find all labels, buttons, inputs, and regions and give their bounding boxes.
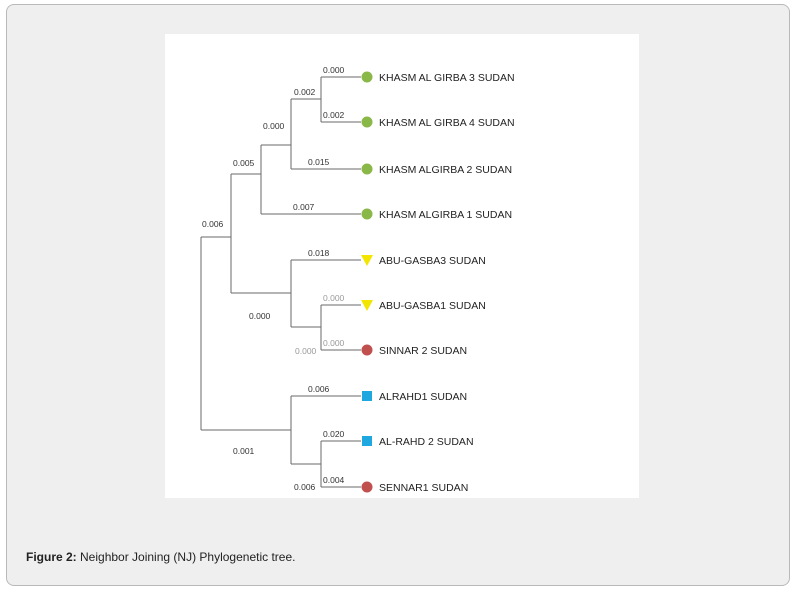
triangle-marker-icon xyxy=(361,255,373,266)
caption-label: Figure 2: xyxy=(26,550,77,564)
leaf-label: AL-RAHD 2 SUDAN xyxy=(379,436,474,448)
leaf-label: KHASM AL GIRBA 4 SUDAN xyxy=(379,117,515,129)
figure-card: 0.002 0.000 0.005 0.006 0.000 0.000 0.00… xyxy=(6,4,790,586)
tree-branches xyxy=(200,76,361,488)
internal-branch-labels: 0.002 0.000 0.005 0.006 0.000 0.000 0.00… xyxy=(202,87,317,492)
branch-upper-major xyxy=(201,174,232,293)
branch-length-label: 0.020 xyxy=(323,429,345,439)
branch-length-label: 0.015 xyxy=(308,157,330,167)
leaf-label: SENNAR1 SUDAN xyxy=(379,482,468,494)
leaf-label: KHASM ALGIRBA 1 SUDAN xyxy=(379,209,512,221)
circle-marker-icon xyxy=(361,208,373,220)
branch-length-label: 0.006 xyxy=(294,482,316,492)
branch-khasm-inner xyxy=(261,99,292,169)
branch-length-label: 0.006 xyxy=(308,384,330,394)
branch-length-label: 0.000 xyxy=(323,293,345,303)
branch-khasm-clade xyxy=(231,145,262,214)
leaf-label: ABU-GASBA3 SUDAN xyxy=(379,255,486,267)
branch-length-label: 0.018 xyxy=(308,248,330,258)
branch-abu-inner xyxy=(291,305,322,350)
caption-text: Neighbor Joining (NJ) Phylogenetic tree. xyxy=(80,550,296,564)
leaf-label: KHASM ALGIRBA 2 SUDAN xyxy=(379,164,512,176)
circle-marker-icon xyxy=(361,481,373,493)
branch-length-label: 0.002 xyxy=(323,110,345,120)
branch-length-label: 0.002 xyxy=(294,87,316,97)
branch-length-label: 0.000 xyxy=(263,121,285,131)
circle-marker-icon xyxy=(361,116,373,128)
branch-length-label: 0.000 xyxy=(249,311,271,321)
branch-lower-major xyxy=(201,396,292,464)
leaf-label: KHASM AL GIRBA 3 SUDAN xyxy=(379,72,515,84)
branch-abu-clade xyxy=(231,260,292,327)
square-marker-icon xyxy=(362,436,372,446)
square-marker-icon xyxy=(362,391,372,401)
figure-caption: Figure 2: Neighbor Joining (NJ) Phylogen… xyxy=(26,550,295,564)
branch-rahd-inner xyxy=(291,441,322,487)
branch-length-label: 0.001 xyxy=(233,446,255,456)
branch-length-label: 0.000 xyxy=(323,65,345,75)
circle-marker-icon xyxy=(361,163,373,175)
branch-khasm-34 xyxy=(291,77,322,122)
branch-length-label: 0.007 xyxy=(293,202,315,212)
circle-marker-icon xyxy=(361,344,373,356)
leaf-label: SINNAR 2 SUDAN xyxy=(379,345,467,357)
branch-length-label: 0.005 xyxy=(233,158,255,168)
leaf-label: ABU-GASBA1 SUDAN xyxy=(379,300,486,312)
circle-marker-icon xyxy=(361,71,373,83)
leaf-labels: KHASM AL GIRBA 3 SUDAN KHASM AL GIRBA 4 … xyxy=(379,72,515,494)
phylogenetic-tree-svg: 0.002 0.000 0.005 0.006 0.000 0.000 0.00… xyxy=(200,65,515,494)
branch-length-label: 0.000 xyxy=(323,338,345,348)
branch-length-label: 0.004 xyxy=(323,475,345,485)
leaf-branch-labels: 0.000 0.002 0.015 0.007 0.018 0.000 0.00… xyxy=(293,65,345,485)
branch-length-label: 0.000 xyxy=(295,346,317,356)
leaf-label: ALRAHD1 SUDAN xyxy=(379,391,467,403)
phylogenetic-tree-figure: 0.002 0.000 0.005 0.006 0.000 0.000 0.00… xyxy=(165,34,639,498)
leaf-markers xyxy=(361,71,373,493)
triangle-marker-icon xyxy=(361,300,373,311)
branch-length-label: 0.006 xyxy=(202,219,224,229)
